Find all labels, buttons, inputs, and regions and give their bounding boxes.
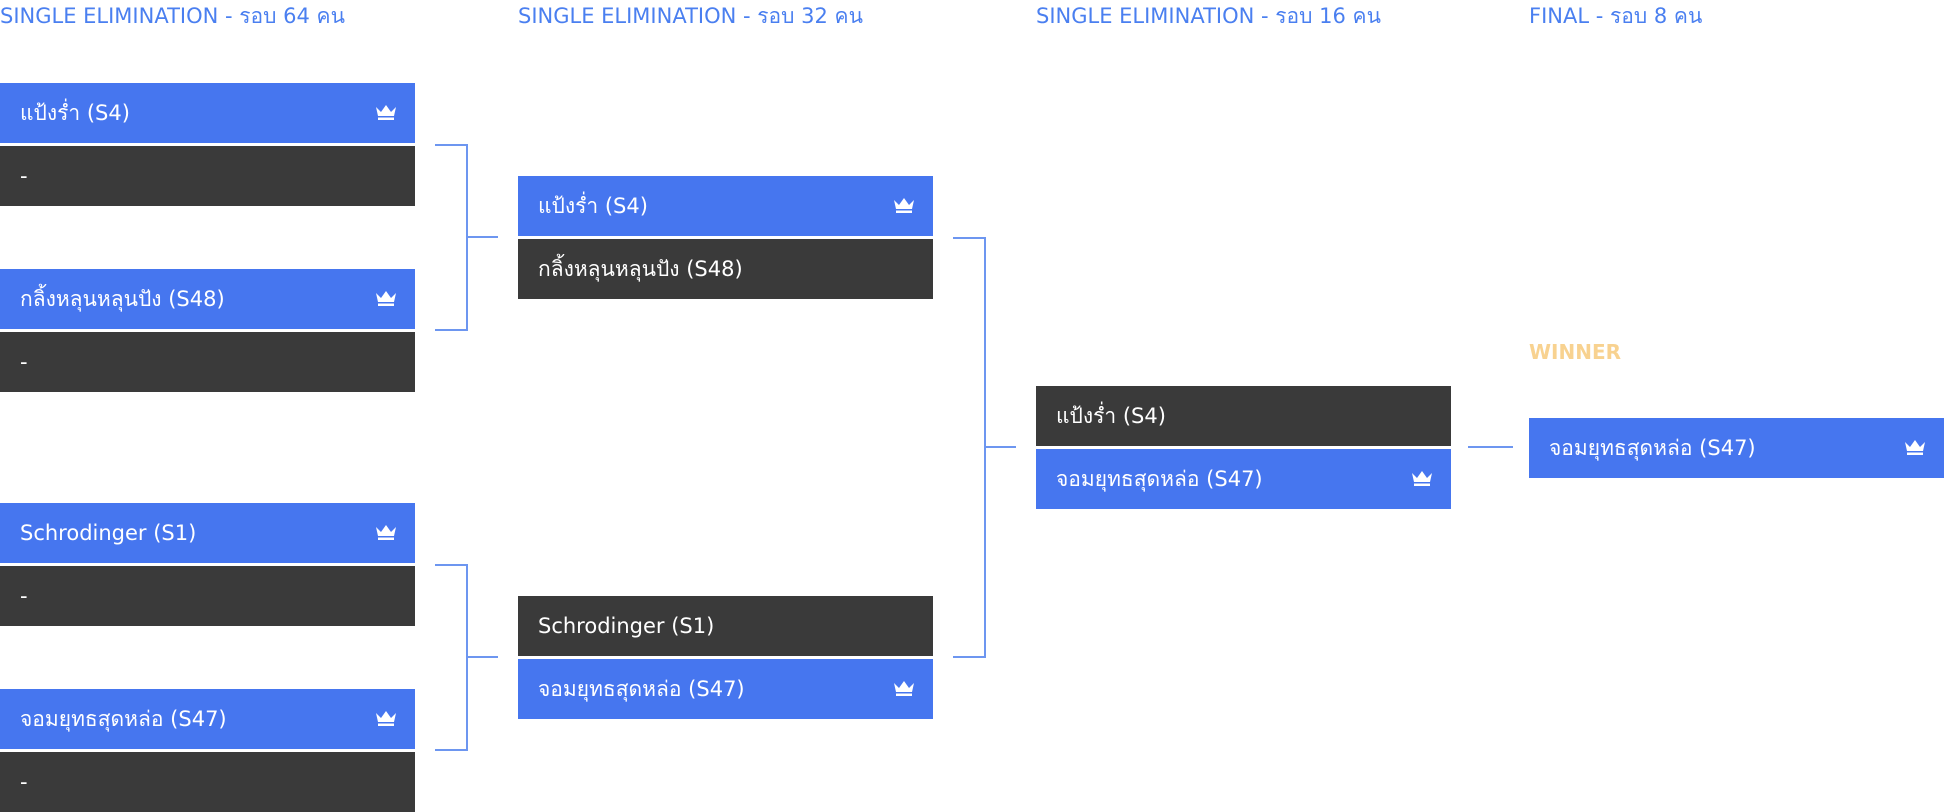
player-name: จอมยุทธสุดหล่อ (S47) (538, 676, 745, 701)
bracket-slot-winner[interactable]: Schrodinger (S1) (0, 503, 415, 563)
player-name: จอมยุทธสุดหล่อ (S47) (20, 706, 227, 731)
bracket-slot-winner[interactable]: จอมยุทธสุดหล่อ (S47) (0, 689, 415, 749)
bracket-slot-winner[interactable]: กลิ้งหลุนหลุนปัง (S48) (0, 269, 415, 329)
bracket-slot-loser[interactable]: กลิ้งหลุนหลุนปัง (S48) (518, 239, 933, 299)
player-name: กลิ้งหลุนหลุนปัง (S48) (20, 286, 225, 311)
bracket-slot-loser[interactable]: Schrodinger (S1) (518, 596, 933, 656)
crown-icon (376, 291, 396, 306)
bracket-slot-winner[interactable]: จอมยุทธสุดหล่อ (S47) (518, 659, 933, 719)
round-title-16: SINGLE ELIMINATION - รอบ 16 คน (1036, 4, 1381, 28)
player-name: Schrodinger (S1) (20, 521, 197, 545)
round-title-64: SINGLE ELIMINATION - รอบ 64 คน (0, 4, 345, 28)
bracket-slot-loser[interactable]: - (0, 146, 415, 206)
player-name: จอมยุทธสุดหล่อ (S47) (1056, 466, 1263, 491)
crown-icon (1412, 471, 1432, 486)
player-name: - (20, 584, 28, 608)
bracket-slot-winner[interactable]: จอมยุทธสุดหล่อ (S47) (1036, 449, 1451, 509)
crown-icon (376, 711, 396, 726)
crown-icon (376, 525, 396, 540)
bracket-slot-winner[interactable]: แป้งร่ำ (S4) (0, 83, 415, 143)
player-name: แป้งร่ำ (S4) (1056, 403, 1166, 428)
crown-icon (894, 681, 914, 696)
player-name: - (20, 350, 28, 374)
player-name: - (20, 164, 28, 188)
bracket-slot-loser[interactable]: - (0, 566, 415, 626)
final-winner-slot[interactable]: จอมยุทธสุดหล่อ (S47) (1529, 418, 1944, 478)
crown-icon (894, 198, 914, 213)
bracket-slot-loser[interactable]: - (0, 332, 415, 392)
bracket-slot-loser[interactable]: แป้งร่ำ (S4) (1036, 386, 1451, 446)
crown-icon (376, 105, 396, 120)
player-name: แป้งร่ำ (S4) (538, 193, 648, 218)
bracket-slot-loser[interactable]: - (0, 752, 415, 812)
player-name: จอมยุทธสุดหล่อ (S47) (1549, 435, 1756, 460)
player-name: Schrodinger (S1) (538, 614, 715, 638)
round-title-final: FINAL - รอบ 8 คน (1529, 4, 1703, 28)
player-name: กลิ้งหลุนหลุนปัง (S48) (538, 256, 743, 281)
player-name: แป้งร่ำ (S4) (20, 100, 130, 125)
winner-label: WINNER (1529, 340, 1622, 364)
player-name: - (20, 770, 28, 794)
round-title-32: SINGLE ELIMINATION - รอบ 32 คน (518, 4, 863, 28)
crown-icon (1905, 440, 1925, 455)
bracket-slot-winner[interactable]: แป้งร่ำ (S4) (518, 176, 933, 236)
